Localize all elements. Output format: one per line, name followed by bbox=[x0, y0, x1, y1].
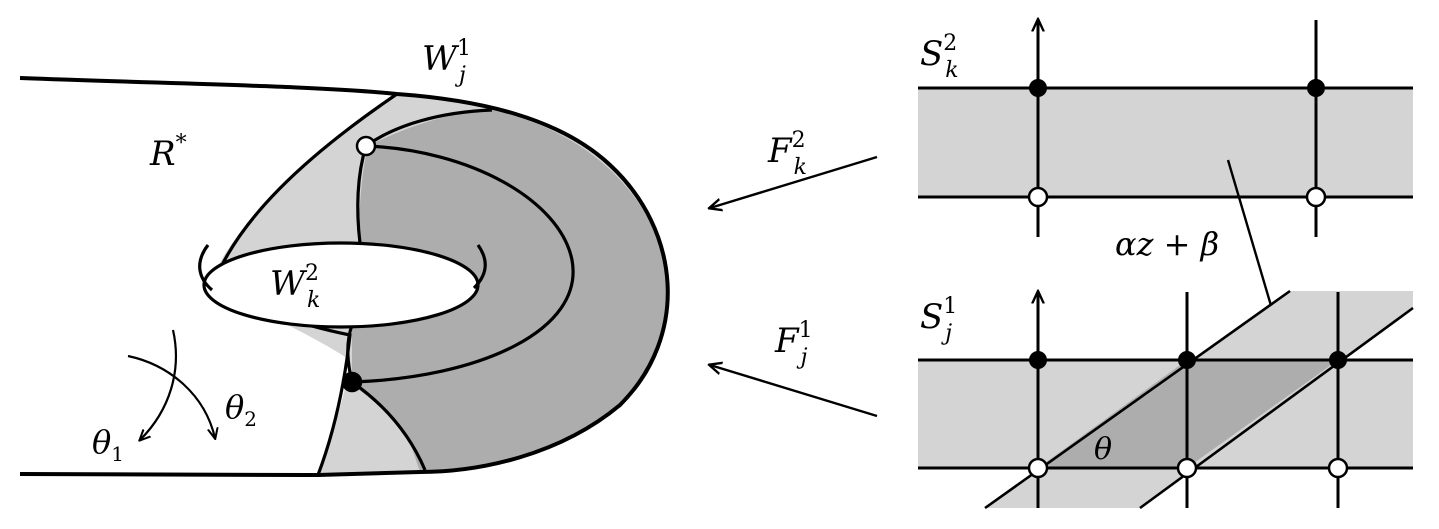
annulus-dark-band bbox=[352, 110, 668, 472]
outer-boundary-top bbox=[19, 76, 670, 478]
label-r-star: R* bbox=[149, 131, 187, 174]
black-dot-top-2 bbox=[1307, 79, 1325, 97]
arrow-transform bbox=[1226, 159, 1277, 326]
label-theta2: θ2 bbox=[225, 388, 257, 431]
black-dot-b3 bbox=[1329, 351, 1347, 369]
hole-right-hook bbox=[472, 244, 487, 290]
transform-map: αz + β bbox=[1115, 159, 1277, 326]
strip-sk2 bbox=[918, 88, 1413, 197]
white-dot-b3 bbox=[1327, 457, 1349, 479]
hole-left-hook bbox=[198, 244, 214, 292]
inner-hole-wk2 bbox=[202, 241, 480, 329]
white-dot-top-2 bbox=[1305, 186, 1327, 208]
theta2-arrow bbox=[127, 354, 215, 438]
white-dot-b2 bbox=[1176, 457, 1198, 479]
black-dot-left bbox=[341, 371, 363, 393]
arrow-fj1 bbox=[710, 365, 878, 418]
black-dot-b1 bbox=[1029, 351, 1047, 369]
curve-black-dot-to-bottom bbox=[351, 380, 427, 471]
curve-middle-ring bbox=[351, 144, 575, 384]
curve-wj1-upper-left bbox=[365, 108, 493, 148]
black-dot-top-1 bbox=[1029, 79, 1047, 97]
white-dot-left bbox=[355, 135, 377, 157]
white-dot-top-1 bbox=[1027, 186, 1049, 208]
label-theta-angle: θ bbox=[1094, 432, 1112, 467]
black-dot-b2 bbox=[1178, 351, 1196, 369]
arrow-fk2 bbox=[710, 155, 878, 208]
white-dot-b1 bbox=[1027, 457, 1049, 479]
label-theta1: θ1 bbox=[92, 423, 124, 466]
label-transform: αz + β bbox=[1115, 225, 1219, 263]
theta1-arrow bbox=[140, 329, 177, 440]
